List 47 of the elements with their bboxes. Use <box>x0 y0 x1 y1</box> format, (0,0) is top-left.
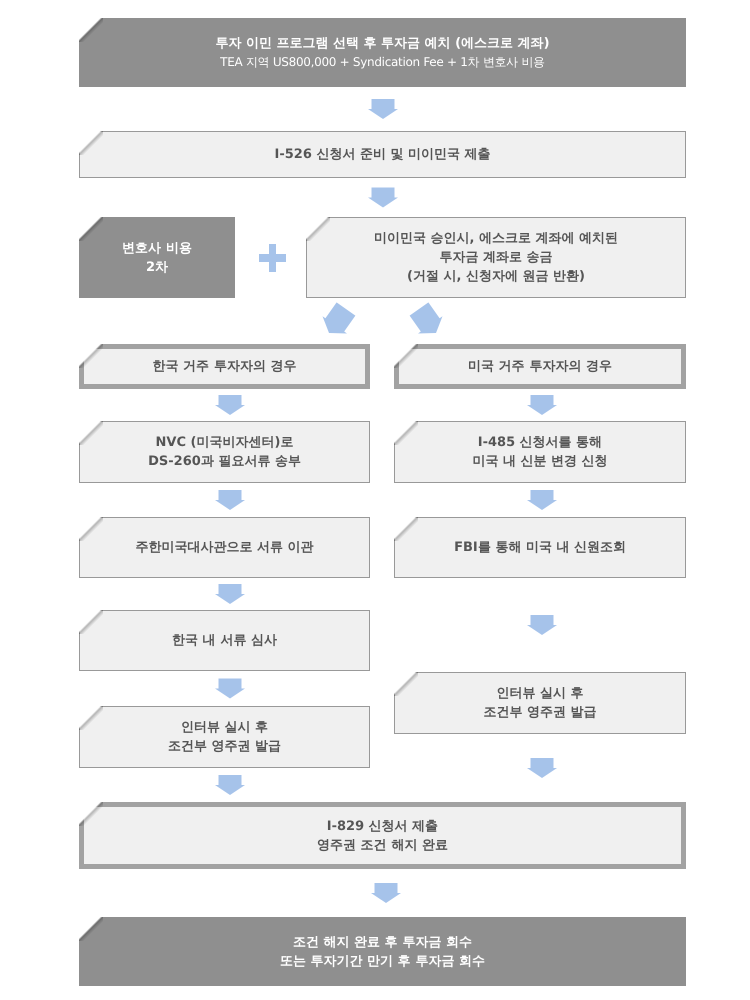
arrow <box>215 490 245 510</box>
arrow <box>368 99 398 119</box>
step-text: I-829 신청서 제출 영주권 조건 해지 완료 <box>316 818 449 854</box>
step-text: 미이민국 승인시, 에스크로 계좌에 예치된 투자금 계좌로 송금 <box>372 230 620 267</box>
step-text: 또는 투자기간 만기 후 투자금 회수 <box>280 952 485 970</box>
step-text: 변호사 비용 2차 <box>121 240 193 276</box>
arrow <box>371 883 401 903</box>
arrow <box>410 302 442 334</box>
step-detail: TEA 지역 US800,000 + Syndication Fee + 1차 변호사 비용 <box>220 54 545 70</box>
step-text: I-526 신청서 준비 및 미이민국 제출 <box>274 146 490 164</box>
step-box <box>79 344 370 389</box>
arrow <box>215 584 245 604</box>
step-text: 인터뷰 실시 후 조건부 영주권 발급 <box>482 685 598 722</box>
step-text: NVC (미국비자센터)로 DS-260과 필요서류 송부 <box>147 434 302 471</box>
step-text: I-485 신청서를 통해 미국 내 신분 변경 신청 <box>471 434 609 471</box>
arrow <box>368 188 398 208</box>
step-text: 한국 내 서류 심사 <box>172 632 277 650</box>
step-box <box>79 421 370 483</box>
step-note: (거절 시, 신청자에 원금 반환) <box>407 268 585 286</box>
arrow <box>322 302 356 334</box>
step-box <box>79 517 370 578</box>
arrow <box>527 758 557 778</box>
step-box <box>394 672 686 734</box>
arrow <box>527 615 557 635</box>
arrow <box>527 490 557 510</box>
step-text: 인터뷰 실시 후 조건부 영주권 발급 <box>166 719 282 756</box>
step-title: 투자 이민 프로그램 선택 후 투자금 예치 (에스크로 계좌) <box>215 34 550 52</box>
step-box <box>79 917 686 986</box>
step-text: 미국 거주 투자자의 경우 <box>468 358 612 376</box>
step-box <box>79 217 235 298</box>
step-text: 한국 거주 투자자의 경우 <box>152 358 296 376</box>
step-box <box>79 802 686 869</box>
step-text: FBI를 통해 미국 내 신원조회 <box>454 539 626 557</box>
step-box <box>79 706 370 768</box>
arrow <box>215 678 245 698</box>
step-box <box>79 610 370 671</box>
step-box <box>394 421 686 483</box>
arrow <box>527 395 557 415</box>
step-box <box>394 344 686 389</box>
arrow <box>215 775 245 795</box>
step-box <box>79 131 686 178</box>
step-box <box>394 517 686 578</box>
step-text: 조건 해지 완료 후 투자금 회수 <box>293 934 472 952</box>
step-box <box>79 18 686 87</box>
step-text: 주한미국대사관으로 서류 이관 <box>135 539 314 557</box>
step-box <box>306 217 686 298</box>
arrow <box>215 395 245 415</box>
